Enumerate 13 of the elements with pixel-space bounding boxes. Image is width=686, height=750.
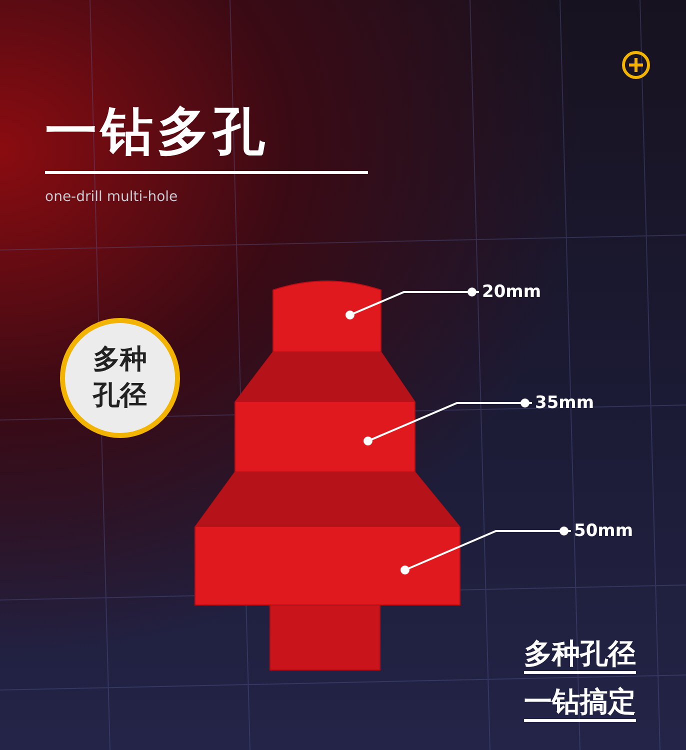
dimension-label: 20mm xyxy=(482,281,542,303)
drill-shank xyxy=(270,604,380,670)
leader-line xyxy=(364,398,532,446)
subtitle: one-drill multi-hole xyxy=(45,188,178,206)
leader-line xyxy=(346,288,479,320)
slogan-text: 一钻搞定 xyxy=(524,685,636,722)
dimension-label: 35mm xyxy=(535,392,594,414)
title: 一钻多孔 xyxy=(45,101,269,164)
drill-tier xyxy=(272,280,382,352)
slogan-text: 多种孔径 xyxy=(524,637,636,674)
dimension-label: 50mm xyxy=(574,520,634,542)
badge-circle: 多种孔径 xyxy=(60,318,180,438)
leader-line xyxy=(400,526,571,574)
